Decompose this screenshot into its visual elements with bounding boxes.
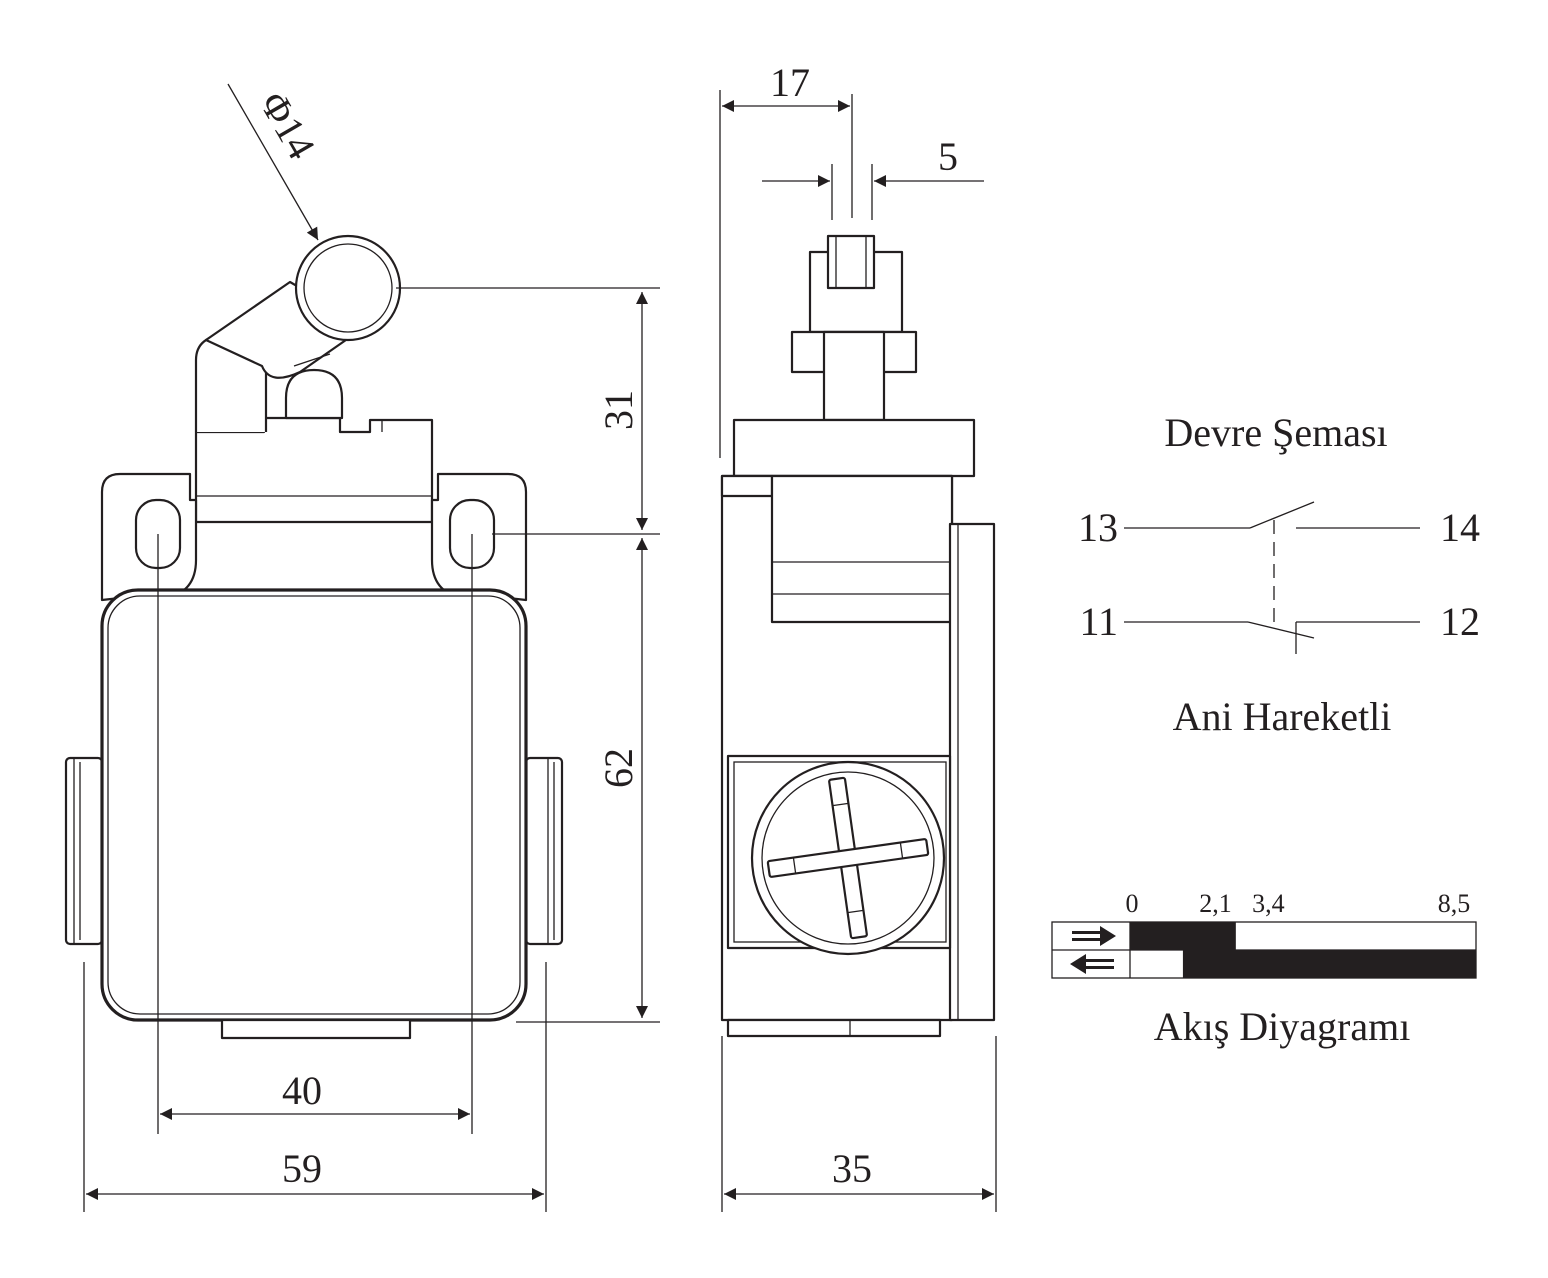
- front-view: [64, 234, 564, 1040]
- dim-body-height: 62: [596, 748, 641, 788]
- flow-tick-label: 8,5: [1438, 889, 1471, 918]
- flow-bar-on-0: [1130, 922, 1236, 950]
- terminal-11: 11: [1079, 599, 1118, 644]
- dim-lever-height: 31: [596, 390, 641, 430]
- terminal-12: 12: [1440, 599, 1480, 644]
- flow-tick-label: 0: [1126, 889, 1139, 918]
- circuit-title: Devre Şeması: [1164, 410, 1387, 455]
- dim-total-width: 59: [282, 1146, 322, 1191]
- flow-bar-off-0: [1182, 950, 1476, 978]
- flow-tick-label: 3,4: [1252, 889, 1285, 918]
- terminal-13: 13: [1078, 505, 1118, 550]
- dim-depth: 35: [832, 1146, 872, 1191]
- circuit-schematic: [1124, 501, 1420, 654]
- flow-diagram-title: Akış Diyagramı: [1154, 1004, 1411, 1049]
- dim-hole-spacing: 40: [282, 1068, 322, 1113]
- flow-diagram: 0 2,1 3,4 8,5: [1051, 889, 1477, 979]
- arrow-left-icon: [1070, 954, 1114, 974]
- flow-tick-label: 2,1: [1199, 889, 1232, 918]
- circuit-subtitle: Ani Hareketli: [1173, 694, 1392, 739]
- dim-side-offset: 17: [770, 60, 810, 105]
- side-view: [720, 234, 996, 1038]
- dim-roller-diameter: Φ14: [251, 84, 325, 166]
- terminal-14: 14: [1440, 505, 1480, 550]
- arrow-right-icon: [1072, 926, 1116, 946]
- dim-roller-width: 5: [938, 134, 958, 179]
- dimension-lines: [83, 83, 997, 1212]
